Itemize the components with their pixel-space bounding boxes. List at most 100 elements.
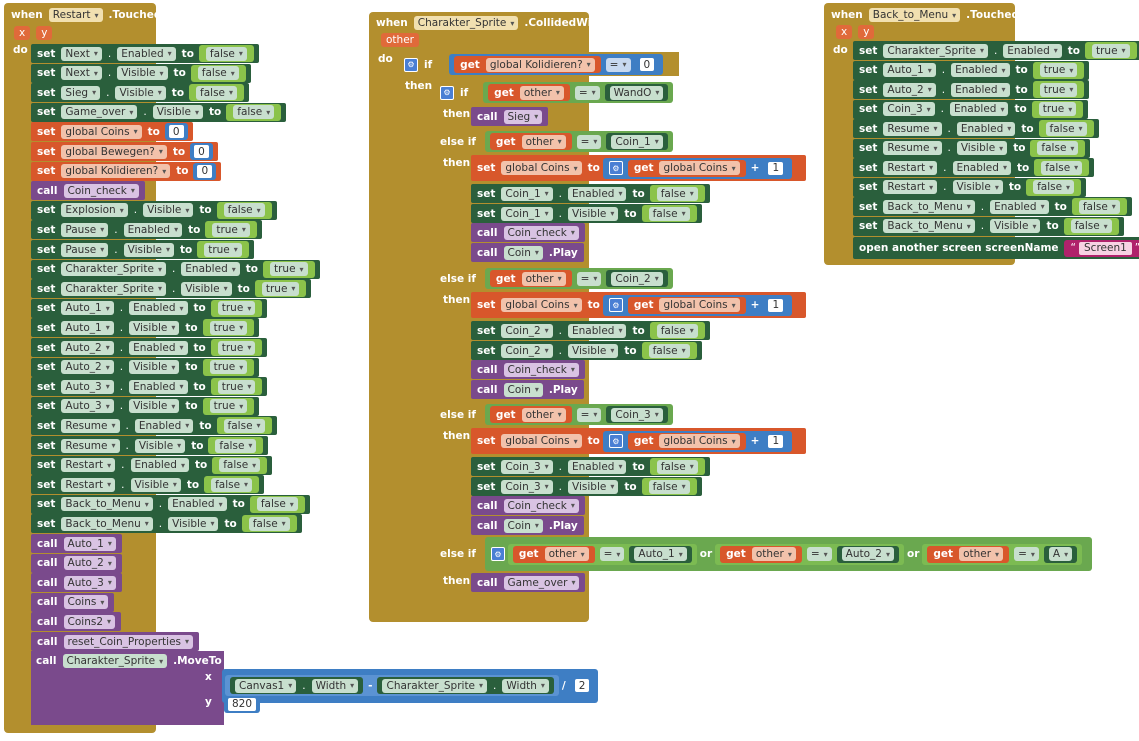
operator-dropdown[interactable]: = bbox=[576, 271, 602, 286]
logic-value[interactable]: true bbox=[210, 339, 263, 356]
variable-dropdown[interactable]: other bbox=[521, 134, 566, 149]
mutator-gear-icon[interactable]: ⚙ bbox=[404, 57, 418, 72]
property-dropdown[interactable]: Enabled bbox=[130, 458, 189, 473]
component-dropdown[interactable]: Coin bbox=[503, 382, 543, 397]
math-subtract-block[interactable]: Canvas1.Width-Charakter_Sprite.Width bbox=[225, 675, 559, 697]
logic-value[interactable]: false bbox=[204, 476, 260, 494]
operator-dropdown[interactable]: = bbox=[1014, 547, 1039, 561]
open-another-screen-block[interactable]: open another screen screenName“Screen1” bbox=[853, 237, 1139, 259]
logic-value[interactable]: true bbox=[1031, 100, 1084, 118]
procedure-dropdown[interactable]: Auto_3 bbox=[63, 575, 116, 590]
component-block[interactable]: Coin_3 bbox=[606, 406, 668, 423]
logic-value[interactable]: false bbox=[649, 458, 705, 475]
component-dropdown[interactable]: Pause bbox=[61, 222, 109, 237]
component-dropdown[interactable]: Coin_2 bbox=[501, 343, 553, 358]
property-dropdown[interactable]: Enabled bbox=[123, 222, 183, 237]
variable-dropdown[interactable]: global Coins bbox=[501, 161, 582, 175]
param-pill[interactable]: y bbox=[858, 25, 875, 39]
number-block[interactable]: 820 bbox=[224, 695, 261, 713]
number-value[interactable]: 0 bbox=[194, 145, 209, 158]
number-value[interactable]: 0 bbox=[639, 58, 655, 71]
component-dropdown[interactable]: Coin_1 bbox=[501, 206, 553, 221]
boolean-dropdown[interactable]: false bbox=[648, 343, 690, 358]
number-value[interactable]: 820 bbox=[228, 697, 257, 711]
component-dropdown[interactable]: Explosion bbox=[61, 203, 128, 218]
property-dropdown[interactable]: Visible bbox=[115, 85, 166, 100]
component-dropdown[interactable]: Charakter_Sprite bbox=[883, 43, 988, 58]
variable-dropdown[interactable]: global Coins bbox=[659, 434, 740, 448]
logic-value[interactable]: true bbox=[210, 299, 263, 317]
property-dropdown[interactable]: Enabled bbox=[168, 497, 227, 512]
number-block[interactable]: 0 bbox=[190, 143, 213, 160]
boolean-dropdown[interactable]: false bbox=[196, 85, 238, 100]
property-dropdown[interactable]: Visible bbox=[130, 477, 181, 492]
component-dropdown[interactable]: Coin bbox=[503, 245, 543, 260]
boolean-dropdown[interactable]: false bbox=[656, 186, 698, 201]
boolean-dropdown[interactable]: false bbox=[219, 458, 261, 473]
logic-value[interactable]: false bbox=[208, 437, 264, 454]
boolean-dropdown[interactable]: true bbox=[209, 360, 248, 375]
logic-value[interactable]: true bbox=[1032, 61, 1085, 79]
boolean-dropdown[interactable]: true bbox=[217, 340, 256, 355]
component-block[interactable]: A bbox=[1043, 545, 1078, 563]
procedure-dropdown[interactable]: reset_Coin_Properties bbox=[63, 634, 194, 649]
boolean-dropdown[interactable]: false bbox=[656, 459, 698, 474]
logic-value[interactable]: false bbox=[1034, 159, 1090, 176]
boolean-dropdown[interactable]: true bbox=[1091, 43, 1130, 58]
param-pill[interactable]: x bbox=[14, 26, 31, 40]
logic-value[interactable]: true bbox=[210, 378, 263, 396]
component-dropdown[interactable]: Resume bbox=[883, 121, 942, 136]
component-dropdown[interactable]: Pause bbox=[61, 242, 109, 257]
logic-value[interactable]: true bbox=[197, 241, 249, 258]
component-dropdown[interactable]: Back_to_Menu bbox=[868, 8, 961, 22]
logic-value[interactable]: true bbox=[254, 280, 307, 298]
boolean-dropdown[interactable]: true bbox=[261, 281, 300, 296]
number-value[interactable]: 1 bbox=[768, 161, 784, 175]
number-block[interactable]: 0 bbox=[635, 56, 659, 73]
boolean-dropdown[interactable]: false bbox=[656, 323, 698, 338]
property-dropdown[interactable]: Enabled bbox=[568, 323, 627, 338]
logic-value[interactable]: false bbox=[216, 201, 272, 219]
logic-value[interactable]: false bbox=[216, 417, 272, 435]
boolean-dropdown[interactable]: false bbox=[211, 477, 253, 492]
component-dropdown[interactable]: Coin_3 bbox=[611, 407, 663, 422]
procedure-dropdown[interactable]: Coin_check bbox=[63, 183, 139, 198]
number-value[interactable]: 2 bbox=[574, 679, 590, 693]
component-dropdown[interactable]: Coin_3 bbox=[501, 479, 553, 494]
component-block[interactable]: Coin_1 bbox=[606, 133, 668, 150]
component-dropdown[interactable]: Charakter_Sprite bbox=[382, 678, 488, 693]
component-dropdown[interactable]: Coin_1 bbox=[501, 186, 553, 201]
logic-value[interactable]: false bbox=[249, 495, 305, 513]
number-block[interactable]: 1 bbox=[764, 296, 788, 314]
boolean-dropdown[interactable]: false bbox=[223, 203, 265, 218]
property-dropdown[interactable]: Enabled bbox=[950, 102, 1009, 116]
logic-value[interactable]: true bbox=[202, 397, 255, 415]
component-dropdown[interactable]: Game_over bbox=[61, 105, 138, 120]
component-dropdown[interactable]: Coin_1 bbox=[611, 134, 663, 149]
property-dropdown[interactable]: Enabled bbox=[951, 63, 1010, 77]
component-dropdown[interactable]: Restart bbox=[61, 477, 116, 492]
component-dropdown[interactable]: Coin bbox=[503, 518, 543, 533]
number-block[interactable]: 2 bbox=[570, 677, 594, 695]
component-dropdown[interactable]: Auto_1 bbox=[634, 547, 687, 561]
procedure-dropdown[interactable]: Auto_2 bbox=[63, 556, 116, 571]
boolean-dropdown[interactable]: false bbox=[1070, 219, 1112, 233]
